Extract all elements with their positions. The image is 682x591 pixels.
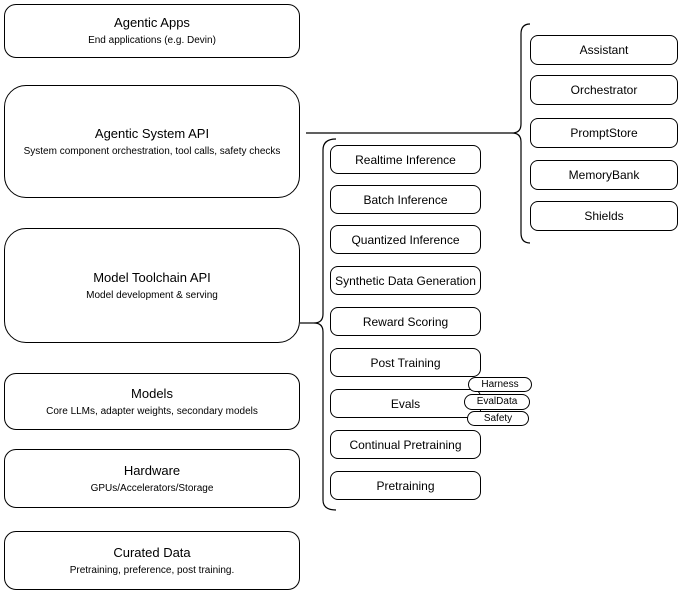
eval-pill-harness: Harness <box>468 377 532 392</box>
component-label: Orchestrator <box>570 83 638 97</box>
service-label: Quantized Inference <box>351 232 460 247</box>
node-models: Models Core LLMs, adapter weights, secon… <box>4 373 300 430</box>
service-box-continual-pretraining: Continual Pretraining <box>330 430 481 459</box>
node-title: Agentic System API <box>94 125 210 141</box>
node-title: Curated Data <box>113 544 191 560</box>
service-box-quantized-inference: Quantized Inference <box>330 225 481 254</box>
component-box-memorybank: MemoryBank <box>530 160 678 190</box>
component-label: Assistant <box>579 43 629 57</box>
node-hardware: Hardware GPUs/Accelerators/Storage <box>4 449 300 508</box>
eval-pill-label: Harness <box>481 378 519 390</box>
service-label: Batch Inference <box>363 192 448 207</box>
node-title: Agentic Apps <box>114 15 190 30</box>
service-box-realtime-inference: Realtime Inference <box>330 145 481 174</box>
eval-pill-evaldata: EvalData <box>464 394 530 410</box>
component-box-assistant: Assistant <box>530 35 678 65</box>
node-subtitle: Core LLMs, adapter weights, secondary mo… <box>46 405 258 417</box>
service-label: Post Training <box>370 355 441 370</box>
component-label: PromptStore <box>570 126 638 140</box>
component-box-promptstore: PromptStore <box>530 118 678 148</box>
service-label: Pretraining <box>376 478 435 493</box>
component-label: MemoryBank <box>568 168 640 182</box>
node-subtitle: Pretraining, preference, post training. <box>69 564 235 576</box>
node-title: Models <box>131 385 173 401</box>
eval-pill-label: EvalData <box>476 396 518 407</box>
node-title: Model Toolchain API <box>93 269 211 285</box>
node-subtitle: System component orchestration, tool cal… <box>23 145 281 157</box>
node-curated-data: Curated Data Pretraining, preference, po… <box>4 531 300 590</box>
service-box-pretraining: Pretraining <box>330 471 481 500</box>
service-box-post-training: Post Training <box>330 348 481 377</box>
node-agentic-system-api: Agentic System API System component orch… <box>4 85 300 198</box>
component-box-orchestrator: Orchestrator <box>530 75 678 105</box>
node-agentic-apps: Agentic Apps End applications (e.g. Devi… <box>4 4 300 58</box>
node-model-toolchain-api: Model Toolchain API Model development & … <box>4 228 300 343</box>
service-label: Realtime Inference <box>355 152 456 167</box>
system-components-brace <box>511 23 531 244</box>
service-label: Reward Scoring <box>362 314 449 329</box>
node-title: Hardware <box>123 462 181 478</box>
service-label: Synthetic Data Generation <box>335 273 476 288</box>
eval-pill-label: Safety <box>483 412 513 424</box>
node-subtitle: Model development & serving <box>86 289 218 301</box>
service-label: Evals <box>390 396 421 411</box>
service-label: Continual Pretraining <box>349 437 462 452</box>
eval-pill-safety: Safety <box>467 411 529 426</box>
service-box-synthetic-data-generation: Synthetic Data Generation <box>330 266 481 295</box>
service-box-reward-scoring: Reward Scoring <box>330 307 481 336</box>
node-subtitle: End applications (e.g. Devin) <box>88 35 216 46</box>
component-box-shields: Shields <box>530 201 678 231</box>
service-box-evals: Evals <box>330 389 481 418</box>
node-subtitle: GPUs/Accelerators/Storage <box>90 482 214 494</box>
component-label: Shields <box>584 209 624 223</box>
service-box-batch-inference: Batch Inference <box>330 185 481 214</box>
